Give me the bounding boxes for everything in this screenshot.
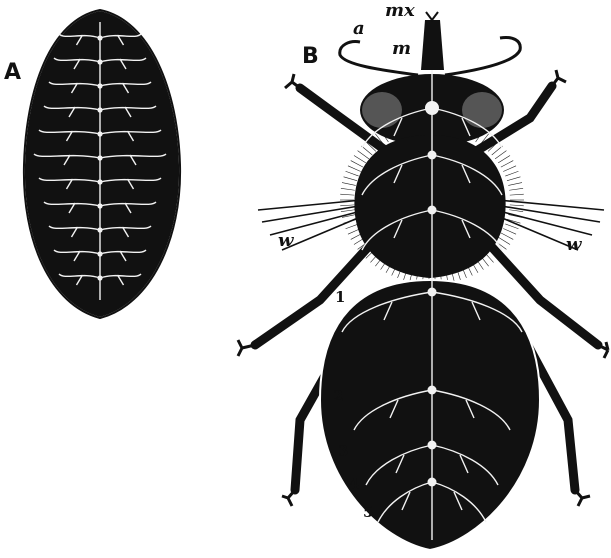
adult-drawing — [238, 12, 608, 550]
segment-label-2: 2 — [333, 389, 343, 404]
segment-label-4: 4 — [349, 477, 359, 492]
panel-label-a: A — [4, 62, 21, 84]
segment-label-3: 3 — [338, 444, 348, 459]
segment-label-5: 5 — [363, 505, 373, 520]
label-m: m — [392, 40, 411, 58]
segment-label-1: 1 — [335, 290, 345, 305]
panel-label-b: B — [302, 46, 319, 68]
label-mx: mx — [385, 2, 415, 20]
wing-bristles-right — [495, 200, 604, 250]
label-w-left: w — [278, 232, 294, 250]
wing-bristles-left — [258, 200, 365, 250]
larva-drawing — [24, 10, 180, 318]
label-w-right: w — [566, 236, 582, 254]
label-a: a — [353, 20, 365, 38]
